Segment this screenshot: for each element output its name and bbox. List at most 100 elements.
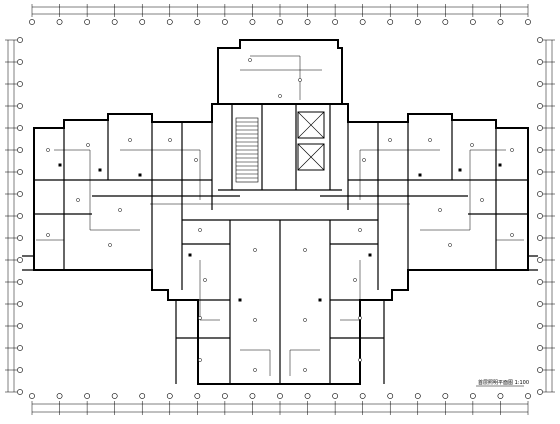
axis-bubble — [387, 393, 394, 399]
dimension-chain-top — [31, 4, 529, 17]
axis-bubble — [537, 323, 543, 329]
axis-bubble — [537, 169, 543, 175]
outlet-symbol — [58, 163, 62, 167]
axis-bubble — [414, 393, 421, 399]
light-fixture-symbol — [168, 138, 172, 142]
axis-bubble — [17, 103, 23, 109]
axis-bubble — [277, 393, 283, 399]
fixture-symbols — [46, 58, 514, 372]
light-fixture-symbol — [298, 78, 302, 82]
stair-core — [235, 111, 325, 183]
light-fixture-symbol — [198, 316, 202, 320]
light-fixture-symbol — [253, 318, 257, 322]
light-fixture-symbol — [510, 148, 514, 152]
wiring-runs — [36, 55, 524, 376]
light-fixture-symbol — [303, 368, 307, 372]
axis-bubble — [332, 393, 339, 399]
light-fixture-symbol — [303, 248, 307, 252]
outlet-symbol — [138, 173, 142, 177]
axis-bubble — [442, 393, 449, 399]
axis-bubble — [17, 257, 23, 263]
axis-bubble — [17, 147, 23, 153]
outlet-symbol — [98, 168, 102, 172]
axis-bubble — [249, 393, 256, 399]
light-fixture-symbol — [46, 148, 50, 152]
light-fixture-symbol — [108, 243, 112, 247]
axis-bubble — [537, 37, 543, 43]
axis-bubble — [469, 19, 476, 25]
axis-bubble — [17, 59, 23, 65]
axis-bubble — [537, 279, 543, 285]
axis-bubble — [387, 19, 394, 25]
light-fixture-symbol — [362, 158, 366, 162]
light-fixture-symbol — [480, 198, 484, 202]
light-fixture-symbol — [46, 233, 50, 237]
light-fixture-symbol — [253, 368, 257, 372]
axis-bubble — [111, 393, 118, 399]
dimension-chain-left — [5, 39, 17, 393]
axis-bubble — [166, 393, 173, 399]
light-fixture-symbol — [198, 358, 202, 362]
axis-bubble — [17, 323, 23, 329]
outlet-symbol — [238, 298, 242, 302]
light-fixture-symbol — [203, 278, 207, 282]
axis-bubble — [537, 345, 543, 351]
axis-bubble — [29, 393, 35, 399]
outlet-symbol — [188, 253, 192, 257]
axis-bubble — [166, 19, 173, 25]
axis-bubble — [194, 19, 201, 25]
axis-bubble — [17, 125, 23, 131]
axis-bubble — [359, 19, 366, 25]
axis-bubble — [139, 393, 146, 399]
drawing-title-text: 首层照明平面图 1:100 — [478, 379, 529, 386]
axis-bubble — [111, 19, 118, 25]
light-fixture-symbol — [448, 243, 452, 247]
outlet-symbol — [318, 298, 322, 302]
axis-bubble — [17, 367, 23, 373]
light-fixture-symbol — [358, 358, 362, 362]
light-fixture-symbol — [198, 228, 202, 232]
axis-bubble — [414, 19, 421, 25]
axis-bubble — [537, 147, 543, 153]
axis-bubble — [537, 191, 543, 197]
axis-bubble — [537, 389, 543, 395]
axis-bubble — [17, 389, 23, 395]
outlet-symbol — [458, 168, 462, 172]
axis-bubble — [221, 393, 228, 399]
light-fixture-symbol — [353, 278, 357, 282]
axis-bubble — [221, 19, 228, 25]
light-fixture-symbol — [303, 318, 307, 322]
axis-bubble — [537, 235, 543, 241]
axis-bubble — [17, 213, 23, 219]
axis-bubble — [29, 19, 35, 25]
axis-bubble — [56, 19, 63, 25]
axis-bubble — [537, 213, 543, 219]
outlet-symbol — [368, 253, 372, 257]
axis-bubble — [537, 125, 543, 131]
axis-bubble — [17, 345, 23, 351]
axis-bubble — [17, 169, 23, 175]
axis-bubble — [537, 59, 543, 65]
axis-bubble — [17, 301, 23, 307]
axis-bubble — [442, 19, 449, 25]
light-fixture-symbol — [194, 158, 198, 162]
axis-bubble — [332, 19, 339, 25]
dimension-chain-bottom — [31, 401, 529, 415]
light-fixture-symbol — [253, 248, 257, 252]
axis-bubble — [277, 19, 283, 25]
light-fixture-symbol — [388, 138, 392, 142]
light-fixture-symbol — [118, 208, 122, 212]
interior-walls — [34, 104, 528, 384]
light-fixture-symbol — [278, 94, 282, 98]
axis-bubble — [497, 393, 504, 399]
axis-bubble — [537, 103, 543, 109]
light-fixture-symbol — [510, 233, 514, 237]
axis-bubble — [497, 19, 504, 25]
axis-bubble — [84, 393, 91, 399]
light-fixture-symbol — [470, 143, 474, 147]
axis-bubbles — [17, 19, 543, 399]
axis-bubble — [249, 19, 256, 25]
axis-bubble — [17, 37, 23, 43]
axis-bubble — [537, 257, 543, 263]
